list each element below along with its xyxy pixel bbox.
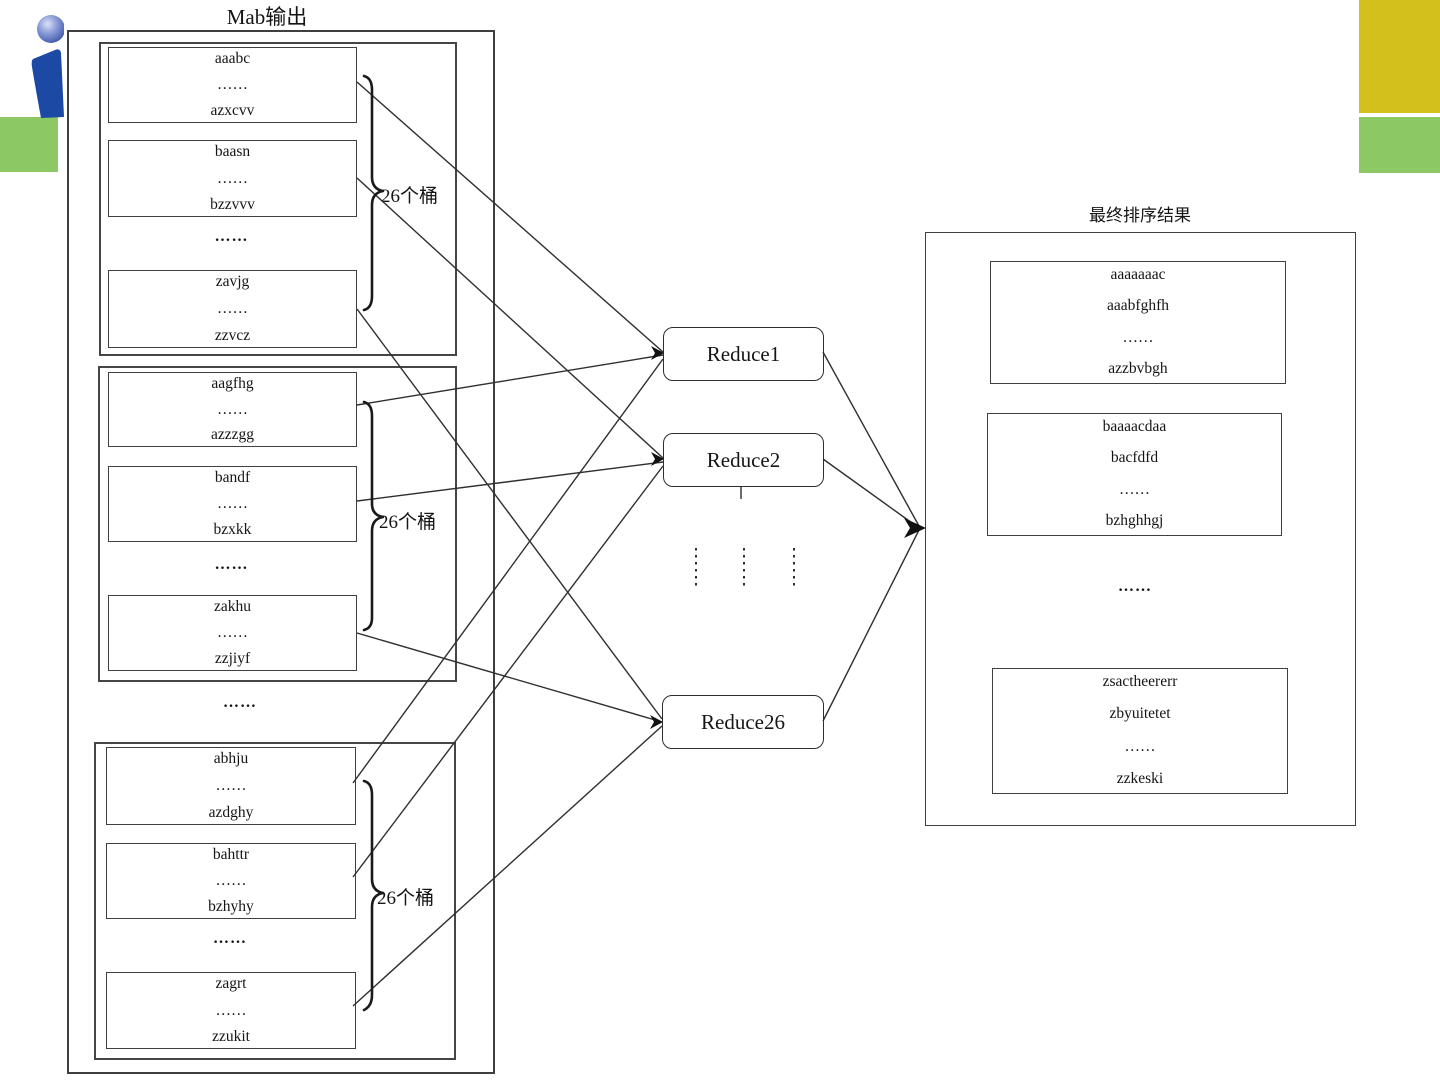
between-groups-ellipsis: …… [223, 694, 257, 711]
map-group-3 [94, 742, 456, 1060]
connector-reduce1-result [822, 351, 920, 527]
bucket-count-label: 26个桶 [377, 888, 435, 909]
result-text: aaaaaaac [1110, 266, 1166, 283]
reduce2-node: Reduce2 [663, 433, 824, 487]
bucket-text: bzhyhy [208, 898, 254, 916]
result-ellipsis: …… [1124, 737, 1156, 755]
bucket-text: aaabc [214, 50, 251, 67]
connector-reduce26-result [822, 529, 920, 722]
bucket-text: aagfhg [211, 375, 254, 392]
bucket-text: zzukit [212, 1028, 250, 1046]
map-output-container [67, 30, 495, 1074]
bucket-text: zakhu [213, 598, 251, 615]
bucket-box: abhju …… azdghy [106, 747, 356, 825]
bucket-text: azdghy [208, 804, 254, 822]
connector-reduce2-result [822, 458, 920, 529]
result-ellipsis: …… [1122, 328, 1154, 346]
connector-g1z-reduce26 [356, 308, 663, 720]
final-result-title: 最终排序结果 [1089, 206, 1191, 225]
bucket-brace [362, 74, 385, 312]
yellow-bar-decoration [1359, 0, 1440, 113]
result-text: zbyuitetet [1109, 705, 1171, 723]
reduce26-node: Reduce26 [662, 695, 824, 749]
bucket-text: zzjiyf [214, 650, 251, 668]
connector-g3z-reduce26 [352, 725, 663, 1007]
result-text: bacfdfd [1110, 449, 1159, 467]
bucket-count-label: 26个桶 [381, 186, 439, 207]
connector-g3b-reduce2 [352, 465, 664, 878]
connector-g2z-reduce26 [356, 632, 663, 723]
bucket-ellipsis: …… [215, 872, 247, 890]
bucket-count-label: 26个桶 [379, 512, 437, 533]
bucket-box: aaabc …… azxcvv [108, 47, 357, 123]
connector-g1a-reduce1 [356, 81, 664, 353]
bucket-text: bandf [214, 469, 251, 486]
bucket-text: zagrt [215, 975, 247, 992]
result-text: zzkeski [1116, 770, 1164, 788]
result-box: baaaacdaa bacfdfd …… bzhghhgj [987, 413, 1282, 536]
bucket-box: bandf …… bzxkk [108, 466, 357, 542]
bucket-ellipsis: …… [215, 777, 247, 795]
bucket-ellipsis: …… [215, 1001, 247, 1019]
bucket-ellipsis: …… [217, 300, 248, 318]
final-result-container [925, 232, 1356, 826]
bucket-text: bzzvvv [210, 196, 255, 214]
result-ellipsis: …… [1118, 578, 1152, 595]
bucket-text: azxcvv [210, 102, 255, 120]
bucket-text: zzvcz [214, 327, 251, 345]
bucket-ellipsis: …… [217, 624, 248, 642]
logo-icon [0, 15, 64, 118]
bucket-brace [362, 779, 385, 1012]
bucket-box: aagfhg …… azzzgg [108, 372, 357, 447]
bucket-box: zavjg …… zzvcz [108, 270, 357, 348]
bucket-ellipsis: …… [217, 169, 248, 187]
green-bar-right-decoration [1359, 117, 1440, 173]
result-text: baaaacdaa [1102, 418, 1167, 435]
arrowhead-result [904, 518, 926, 538]
bucket-text: azzzgg [210, 426, 255, 444]
reduce1-node: Reduce1 [663, 327, 824, 381]
bucket-ellipsis: …… [217, 400, 248, 418]
connector-g3a-reduce1 [352, 358, 664, 784]
bucket-ellipsis: …… [217, 495, 248, 513]
arrowhead-reduce26 [650, 715, 663, 729]
result-ellipsis: …… [1119, 480, 1150, 498]
result-box: aaaaaaac aaabfghfh …… azzbvbgh [990, 261, 1286, 384]
connector-g1b-reduce2 [356, 177, 664, 459]
arrowhead-reduce1 [651, 346, 664, 360]
bucket-box: baasn …… bzzvvv [108, 140, 357, 217]
map-group-1 [99, 42, 457, 356]
bucket-text: abhju [213, 750, 249, 767]
result-text: zsactheererr [1102, 673, 1178, 690]
map-group-2 [98, 366, 457, 682]
result-text: azzbvbgh [1108, 360, 1168, 378]
bucket-text: zavjg [215, 273, 250, 290]
bucket-text: baasn [214, 143, 251, 160]
result-box: zsactheererr zbyuitetet …… zzkeski [992, 668, 1288, 794]
bucket-text: bahttr [212, 846, 250, 863]
group-ellipsis: …… [214, 556, 249, 573]
result-text: aaabfghfh [1107, 297, 1169, 315]
connector-g2a-reduce1 [356, 354, 664, 406]
green-bar-left-decoration [0, 117, 58, 172]
group-ellipsis: …… [214, 228, 249, 245]
bucket-box: zagrt …… zzukit [106, 972, 356, 1049]
bucket-text: bzxkk [213, 521, 252, 539]
connector-g2b-reduce2 [356, 461, 664, 502]
bucket-box: zakhu …… zzjiyf [108, 595, 357, 671]
map-output-title: Mab输出 [226, 5, 308, 29]
group-ellipsis: …… [213, 930, 247, 947]
arrowhead-reduce2 [651, 452, 664, 466]
result-text: bzhghhgj [1105, 512, 1164, 530]
bucket-brace [362, 400, 385, 632]
bucket-box: bahttr …… bzhyhy [106, 843, 356, 919]
bucket-ellipsis: …… [217, 76, 248, 94]
